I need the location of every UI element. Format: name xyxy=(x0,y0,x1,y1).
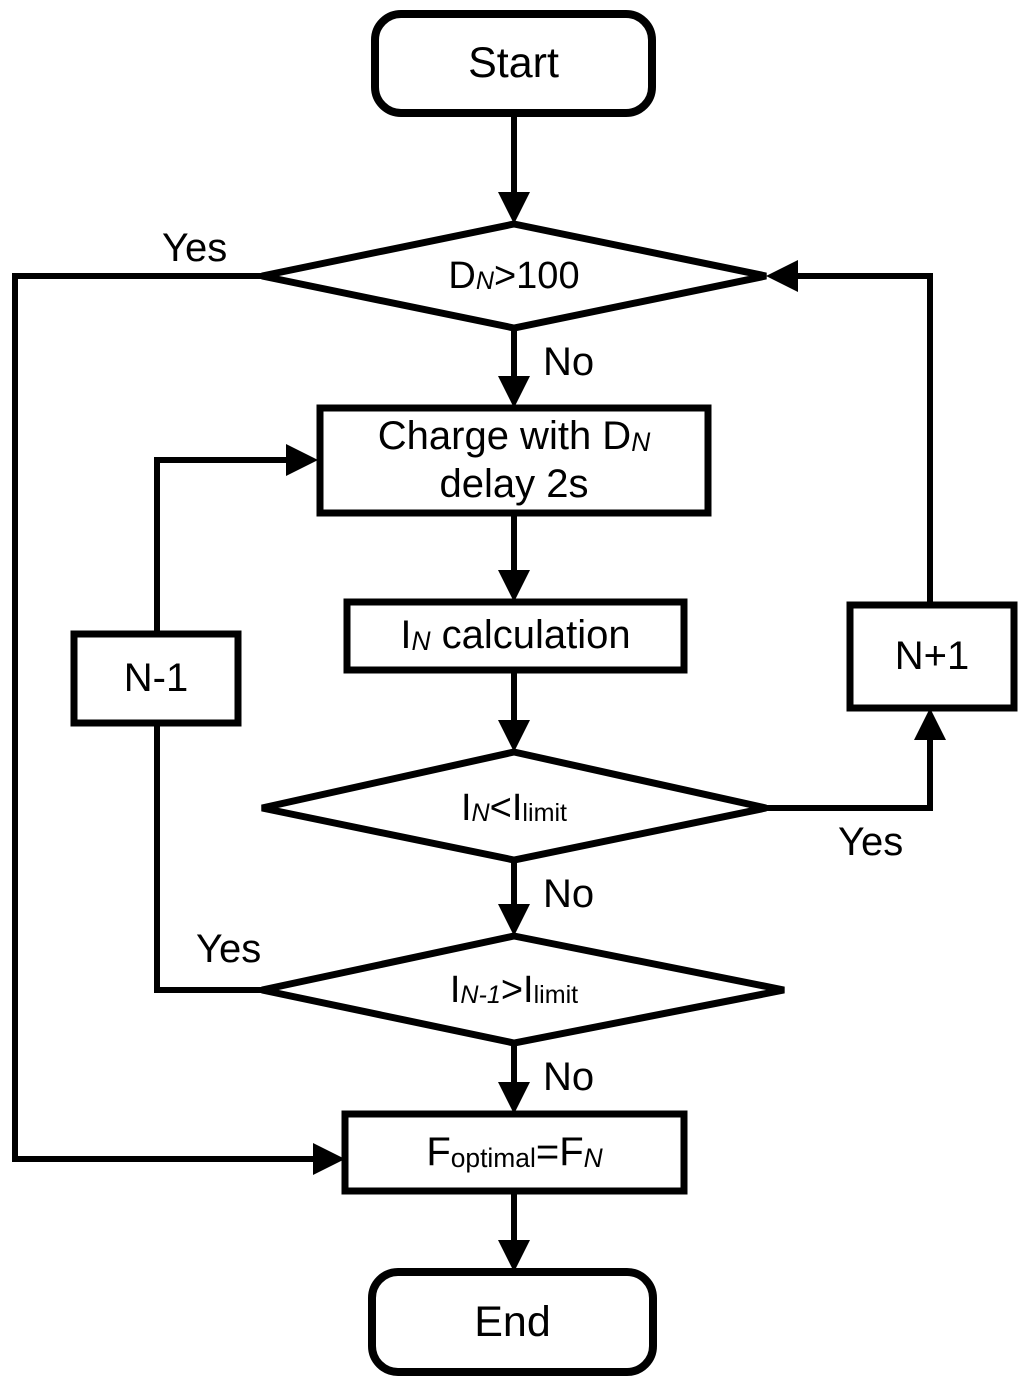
node-n-minus-1[interactable] xyxy=(70,630,242,727)
edge-ilt-yes xyxy=(760,708,946,811)
node-decision-duty[interactable] xyxy=(261,220,767,332)
edge-label-duty-yes: Yes xyxy=(162,226,228,270)
node-decision-current-lt-limit[interactable] xyxy=(261,748,767,864)
edge-label-ilt-yes: Yes xyxy=(838,820,904,864)
edge-igt-no xyxy=(498,1043,530,1114)
edge-nplus1-to-duty xyxy=(766,260,933,605)
edge-label-igt-no: No xyxy=(543,1055,595,1099)
node-n-plus-1[interactable] xyxy=(846,601,1018,712)
edge-nminus1-to-charge xyxy=(154,444,318,634)
node-start[interactable] xyxy=(371,10,656,117)
edge-duty-yes xyxy=(12,273,345,1175)
node-current-calculation[interactable] xyxy=(343,598,688,674)
edge-foptimal-to-end xyxy=(498,1190,530,1272)
node-f-optimal[interactable] xyxy=(341,1110,688,1195)
edge-start-to-duty xyxy=(498,113,530,224)
edge-ilt-no xyxy=(498,860,530,936)
edge-duty-no xyxy=(498,328,530,408)
edge-charge-to-calc xyxy=(498,513,530,602)
node-end[interactable] xyxy=(368,1268,657,1376)
edge-label-igt-yes: Yes xyxy=(196,927,262,971)
edge-label-ilt-no: No xyxy=(543,872,595,916)
node-decision-current-prev-gt-limit[interactable] xyxy=(261,932,785,1047)
node-charge[interactable] xyxy=(316,404,712,517)
edge-igt-yes xyxy=(154,723,268,993)
edge-calc-to-ilt xyxy=(498,670,530,752)
edge-label-duty-no: No xyxy=(543,340,595,384)
